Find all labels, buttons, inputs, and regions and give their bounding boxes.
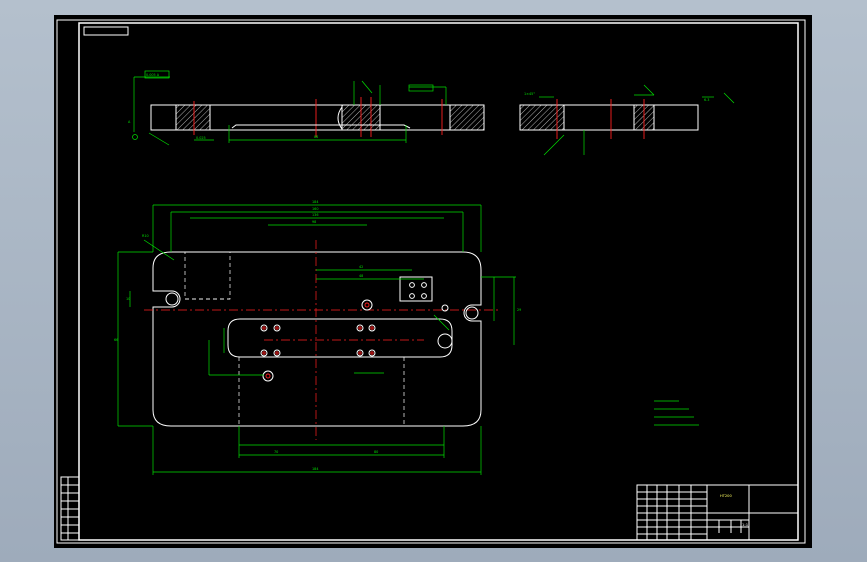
svg-text:88: 88 [314, 135, 318, 139]
title-block: HT200 1:1 [636, 484, 799, 541]
cad-viewport[interactable]: 88 0.005 A A 0.025 1×45° 6.3 [54, 15, 812, 548]
plan-view: 184 160 136 98 42 48 70 80 184 66 10 29 … [114, 200, 521, 475]
svg-text:66: 66 [114, 338, 118, 342]
revision-block [60, 476, 80, 541]
outer-frame [56, 19, 806, 544]
svg-text:10: 10 [126, 297, 130, 301]
svg-text:R10: R10 [142, 234, 149, 238]
material-label: HT200 [720, 494, 732, 498]
hatch-left [175, 104, 211, 131]
mechanical-drawing: 88 0.005 A A 0.025 1×45° 6.3 [56, 19, 806, 544]
corner-code-box [83, 26, 129, 36]
technical-notes [654, 400, 699, 426]
center-slot [227, 318, 453, 358]
svg-text:42: 42 [359, 265, 363, 269]
groove-line [231, 124, 411, 129]
side-section-view: 1×45° 6.3 [519, 84, 735, 156]
svg-text:184: 184 [312, 200, 318, 204]
svg-text:A: A [128, 120, 131, 124]
svg-text:48: 48 [359, 274, 363, 278]
svg-text:0.025: 0.025 [196, 136, 206, 140]
svg-text:98: 98 [312, 220, 316, 224]
svg-text:160: 160 [312, 207, 318, 211]
small-boss [399, 276, 433, 302]
svg-text:70: 70 [274, 450, 278, 454]
svg-text:29: 29 [517, 308, 521, 312]
svg-text:184: 184 [312, 467, 318, 471]
holes [165, 282, 479, 382]
svg-text:136: 136 [312, 213, 318, 217]
svg-text:0.005 A: 0.005 A [146, 73, 160, 77]
scale-value: 1:1 [742, 522, 749, 527]
break-curve [337, 106, 343, 130]
inner-border [78, 22, 799, 541]
hatch-right [449, 104, 485, 131]
svg-text:80: 80 [374, 450, 378, 454]
svg-text:6.3: 6.3 [704, 98, 709, 102]
svg-text:1×45°: 1×45° [524, 92, 535, 96]
plate-outline [152, 251, 482, 427]
front-section-view: 88 0.005 A A 0.025 [128, 70, 485, 146]
